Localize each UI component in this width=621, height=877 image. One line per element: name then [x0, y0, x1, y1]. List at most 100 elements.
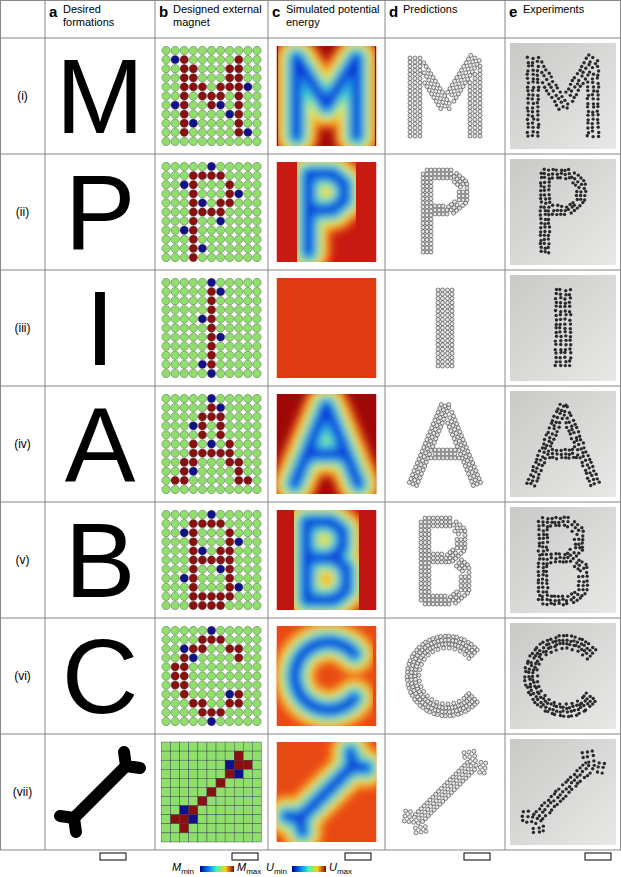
predicted-particle: [425, 176, 429, 180]
experimental-particle: [596, 89, 599, 92]
heatmap-ground: [277, 510, 377, 610]
predicted-particle: [441, 334, 445, 338]
predicted-particle: [419, 541, 423, 545]
predicted-particle: [433, 427, 437, 431]
predicted-particle: [433, 79, 437, 83]
experimental-particle: [559, 213, 562, 216]
magnet-cell: [216, 324, 224, 332]
magnet-cell: [226, 422, 234, 430]
experimental-particle: [526, 109, 529, 112]
predicted-particle: [453, 456, 457, 460]
magnet-cell: [216, 394, 224, 402]
experimental-particle: [542, 450, 545, 453]
magnet-cell: [207, 162, 215, 170]
experimental-particle: [545, 444, 548, 447]
predicted-particle: [473, 89, 477, 93]
heatmap-ground: [277, 278, 377, 378]
experimental-particle: [586, 105, 589, 108]
predicted-particle: [478, 134, 482, 138]
predicted-particle: [478, 85, 482, 89]
magnet-cell: [244, 574, 252, 582]
magnet-cell: [189, 601, 197, 609]
magnet-cell: [235, 592, 243, 600]
magnet-cell: [180, 217, 188, 225]
predicted-particle: [413, 122, 417, 126]
magnet-cell: [198, 422, 206, 430]
experimental-particle: [547, 92, 550, 95]
predicted-particle: [413, 113, 417, 117]
experimental-particle: [591, 117, 594, 120]
predicted-particle: [478, 77, 482, 81]
predicted-particle: [427, 443, 431, 447]
predicted-particle: [419, 545, 423, 549]
predicted-particle: [436, 364, 440, 368]
predicted-particle: [468, 126, 472, 130]
magnet-cell: [171, 547, 179, 555]
magnet-cell: [198, 333, 206, 341]
magnet-cell: [226, 65, 234, 73]
experimental-particle: [540, 172, 543, 175]
magnet-cell: [189, 510, 197, 518]
experimental-particle: [531, 110, 534, 113]
predicted-particle: [475, 482, 479, 486]
experimental-particle: [552, 438, 555, 441]
predicted-particle: [421, 234, 425, 238]
magnet-cell: [207, 101, 215, 109]
experimental-particle: [554, 314, 557, 317]
magnet-cell: [162, 190, 170, 198]
experimental-particle: [548, 436, 551, 439]
experimental-particle: [557, 97, 560, 100]
experimental-particle: [588, 458, 591, 461]
magnet-cell: [235, 440, 243, 448]
magnet-cell: [207, 519, 215, 527]
experimental-particle: [536, 60, 539, 63]
potential-band: [309, 174, 345, 252]
magnet-cell: [180, 485, 188, 493]
magnet-cell: [244, 55, 252, 63]
experimental-particle: [553, 100, 556, 103]
magnet-cell: [207, 190, 215, 198]
magnet-cell: [216, 181, 224, 189]
experimental-particle: [558, 330, 561, 333]
experimental-particle: [563, 169, 566, 172]
magnet-cell: [226, 519, 234, 527]
magnet-cell: [180, 119, 188, 127]
experimental-particle: [548, 230, 551, 233]
magnet-cell: [216, 278, 224, 286]
experimental-particle: [537, 56, 540, 59]
photo-ground: [510, 275, 616, 381]
magnet-cell: [207, 244, 215, 252]
experimental-particle: [547, 222, 550, 225]
predicted-particle: [462, 460, 466, 464]
experimental-particle: [586, 73, 589, 76]
experimental-particle: [561, 105, 564, 108]
predicted-particle: [467, 463, 471, 467]
panel-group: [162, 278, 261, 377]
experimental-particle: [591, 77, 594, 80]
experimental-particle: [563, 356, 566, 359]
experimental-particle: [537, 590, 540, 593]
predicted-particle: [473, 97, 477, 101]
magnet-cell: [207, 369, 215, 377]
predicted-particle: [436, 334, 440, 338]
magnet-cell: [162, 440, 170, 448]
magnet-cell: [171, 235, 179, 243]
experimental-particle: [573, 423, 576, 426]
magnet-cell: [244, 128, 252, 136]
experimental-particle: [537, 473, 540, 476]
experimental-particle: [586, 454, 589, 457]
magnet-cell: [171, 208, 179, 216]
magnet-cell: [207, 538, 215, 546]
magnet-cell: [216, 119, 224, 127]
magnet-cell: [180, 253, 188, 261]
predicted-particle: [445, 168, 449, 172]
experimental-particle: [583, 187, 586, 190]
predicted-particle: [441, 339, 445, 343]
experimental-particle: [547, 237, 550, 240]
magnet-cell: [198, 92, 206, 100]
predicted-particle: [413, 101, 417, 105]
predicted-particle: [446, 309, 450, 313]
experimental-particle: [556, 86, 559, 89]
predicted-particle: [441, 172, 445, 176]
magnet-cell: [171, 369, 179, 377]
